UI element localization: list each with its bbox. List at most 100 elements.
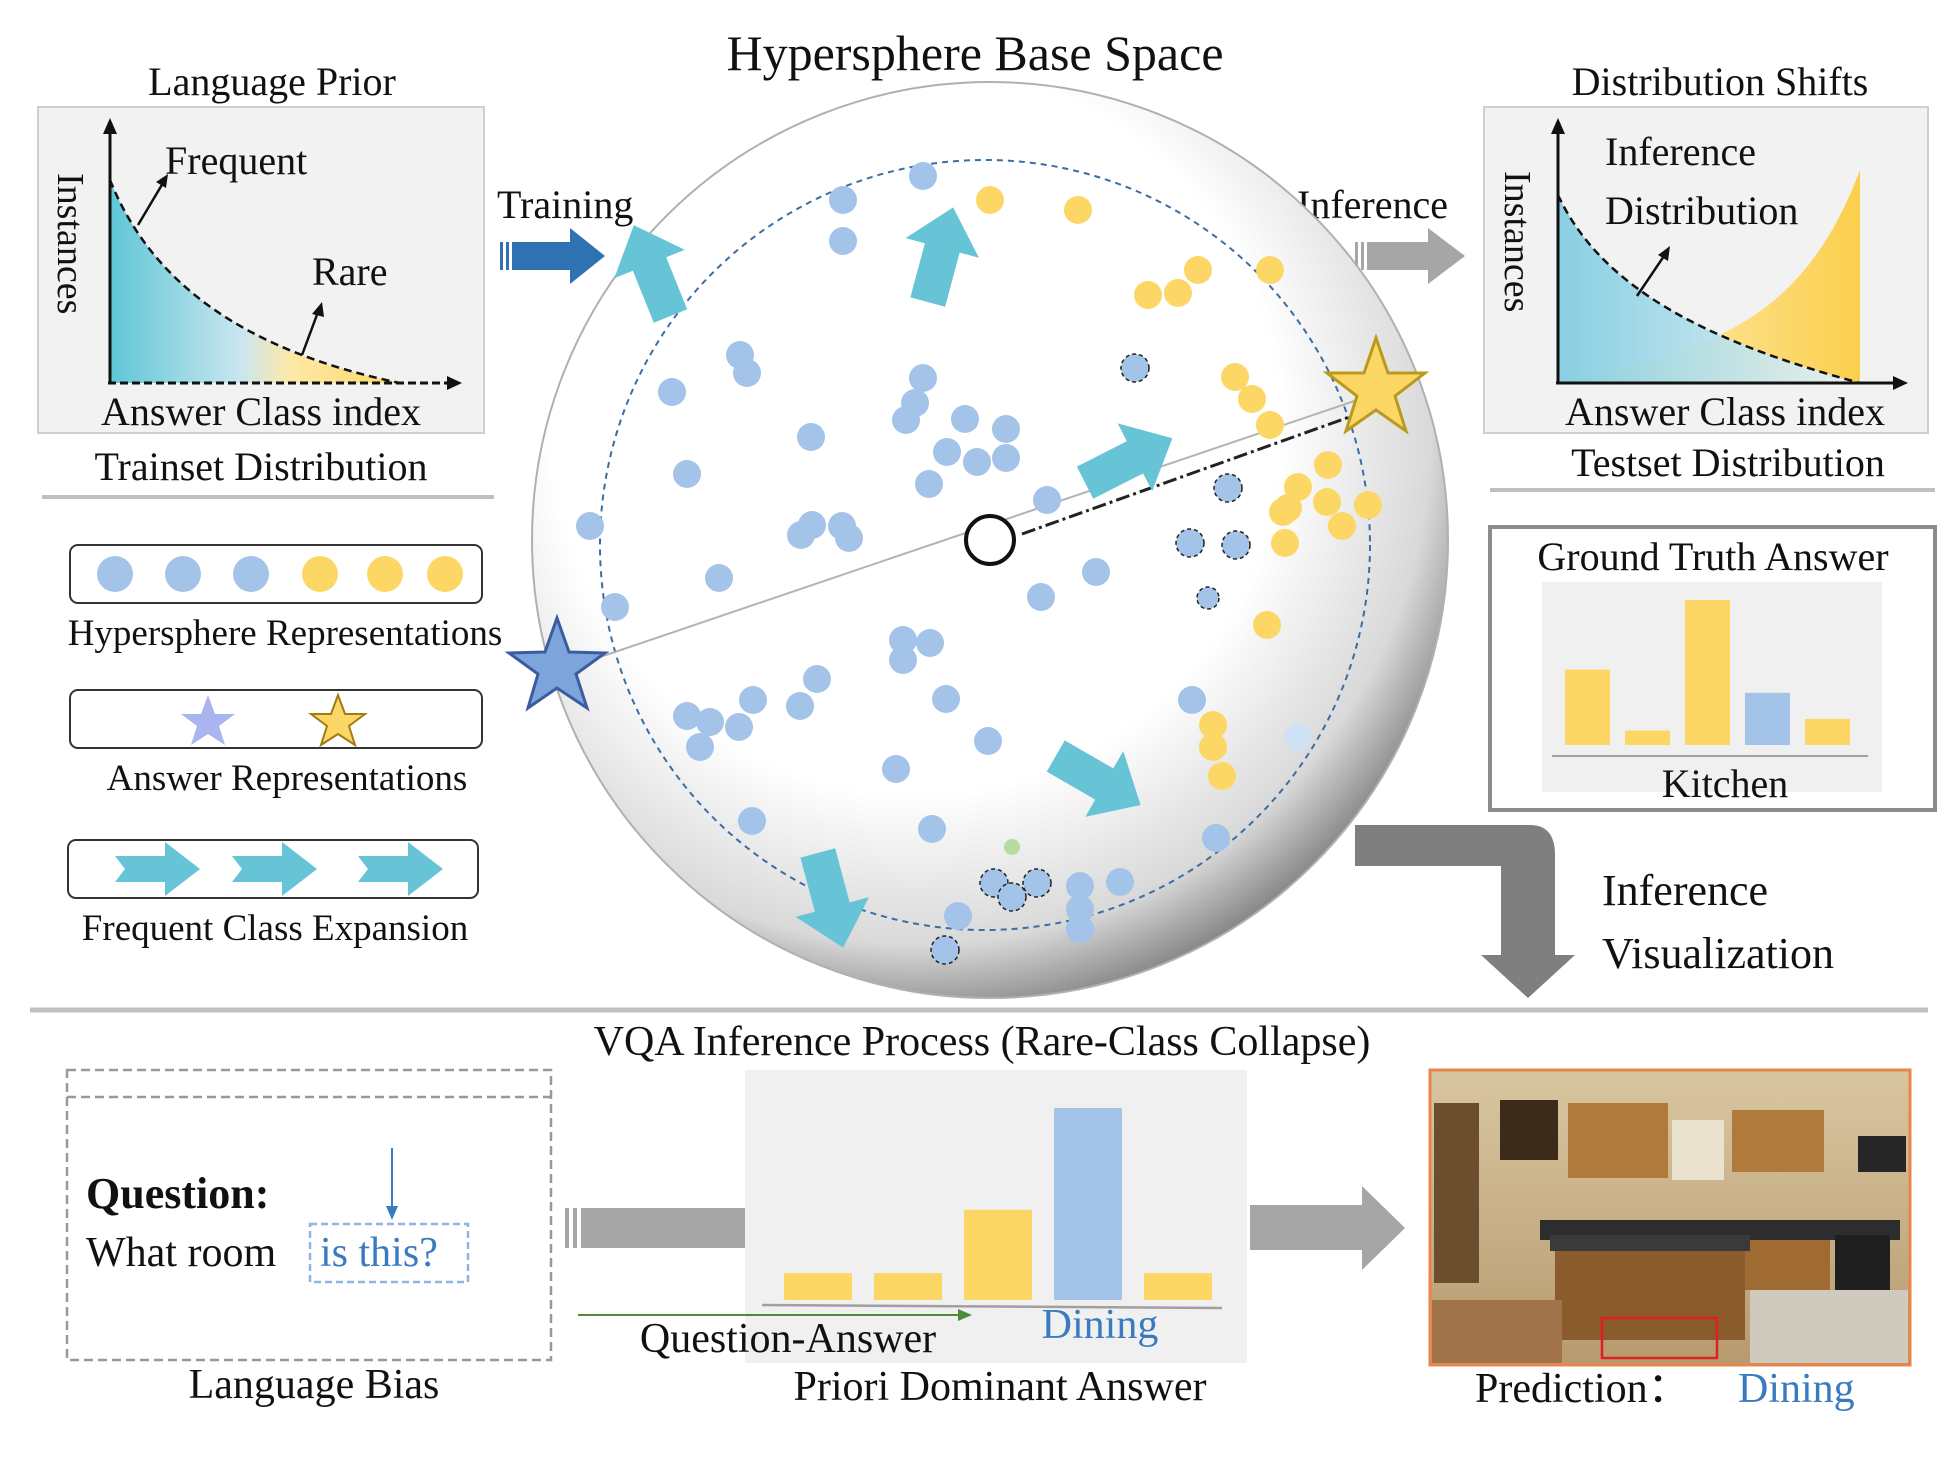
ground-truth-bar — [1685, 600, 1730, 745]
blue-point — [889, 646, 917, 674]
yellow-point — [1256, 411, 1284, 439]
inner-dashed-circle — [599, 159, 1371, 931]
priori-caption: Priori Dominant Answer — [794, 1364, 1207, 1410]
inference-top-arrow: Inference — [1297, 182, 1465, 284]
blue-point — [673, 460, 701, 488]
distribution-shifts-panel: Distribution Shifts Instances Inference … — [1483, 59, 1935, 492]
yellow-point — [1354, 491, 1382, 519]
x-axis-label: Answer Class index — [101, 389, 421, 434]
blue-point — [892, 406, 920, 434]
legend-yellow-star — [308, 692, 368, 748]
question-answer-label: Question-Answer — [640, 1316, 936, 1362]
language-bias-caption: Language Bias — [189, 1362, 440, 1408]
prediction-value: Dining — [1738, 1366, 1855, 1412]
legend-blue-point — [97, 556, 133, 592]
legend-hypersphere-label: Hypersphere Representations — [68, 613, 503, 654]
yellow-points — [976, 186, 1382, 790]
expansion-arrow — [905, 207, 979, 307]
collapsed-point — [997, 882, 1027, 912]
blue-point — [725, 713, 753, 741]
blue-point — [916, 629, 944, 657]
blue-point — [992, 444, 1020, 472]
blue-point — [658, 378, 686, 406]
blue-point — [797, 423, 825, 451]
trainset-curve — [108, 179, 401, 385]
yellow-point — [1164, 279, 1192, 307]
floor — [1750, 1290, 1908, 1363]
dark-cabinet — [1500, 1100, 1558, 1160]
yellow-point — [1328, 512, 1356, 540]
window — [1672, 1120, 1724, 1180]
expansion-arrow — [795, 848, 869, 948]
oven — [1835, 1235, 1890, 1290]
language-prior-title: Language Prior — [148, 59, 396, 104]
collapsed-point — [1120, 353, 1150, 383]
priori-bar — [964, 1209, 1032, 1300]
legend-yellow-point — [302, 556, 338, 592]
yellow-point — [1253, 611, 1281, 639]
yellow-point — [1184, 256, 1212, 284]
trainset-caption: Trainset Distribution — [95, 444, 428, 489]
legend-blue-point — [165, 556, 201, 592]
collapsed-points — [930, 353, 1251, 965]
blue-point — [787, 521, 815, 549]
priori-bars — [784, 1108, 1212, 1300]
inference-visualization-arrow — [1355, 825, 1575, 998]
question-label: Question: — [86, 1169, 269, 1218]
ground-truth-bars — [1565, 600, 1850, 745]
trainset-area — [110, 180, 400, 383]
training-arrow-body — [512, 228, 605, 284]
ground-truth-label: Kitchen — [1662, 761, 1789, 806]
blue-point — [951, 405, 979, 433]
y-axis-arrowhead — [103, 118, 117, 134]
language-bias-panel: Question: What room is this? Language Bi… — [65, 1068, 553, 1408]
blue-point — [733, 359, 761, 387]
green-point — [1004, 839, 1020, 855]
ground-truth-bar — [1625, 730, 1670, 745]
rare-pointer-head — [312, 302, 324, 317]
blue-point — [944, 902, 972, 930]
blue-point — [1033, 486, 1061, 514]
flow-arrow-body — [581, 1208, 745, 1248]
prediction-region — [1600, 1316, 1719, 1360]
question-prefix: What room — [86, 1230, 276, 1276]
microwave — [1858, 1136, 1906, 1172]
yellow-point — [976, 186, 1004, 214]
attention-pointer-head — [386, 1206, 398, 1220]
x-axis-label: Answer Class index — [1565, 389, 1885, 434]
frequent-pointer — [136, 182, 165, 226]
legend-blue-star — [181, 695, 235, 745]
inference-arrow-body — [1367, 228, 1465, 284]
yellow-point — [1221, 363, 1249, 391]
ground-truth-panel: Ground Truth Answer Kitchen — [1488, 525, 1937, 812]
question-answer-arrowhead — [958, 1309, 972, 1321]
legend-expansion-label: Frequent Class Expansion — [82, 908, 468, 949]
blue-point — [601, 593, 629, 621]
testset-yellow-area — [1560, 170, 1860, 383]
prediction-direction-line — [1021, 413, 1356, 536]
legend-blue-point — [233, 556, 269, 592]
blue-point — [803, 665, 831, 693]
blue-point — [705, 564, 733, 592]
y-axis-arrowhead — [1551, 118, 1565, 134]
blue-answer-star — [504, 613, 610, 712]
yellow-answer-star — [1322, 333, 1430, 435]
frequent-pointer-head — [156, 174, 168, 188]
rare-pointer — [300, 311, 320, 356]
blue-point — [739, 686, 767, 714]
yellow-point — [1271, 529, 1299, 557]
dominant-answer-label: Dining — [1042, 1302, 1159, 1348]
blue-point — [889, 626, 917, 654]
collapsed-point — [1196, 586, 1220, 610]
inference-visualization-line1: Inference — [1602, 866, 1768, 915]
main-title: Hypersphere Base Space — [726, 25, 1223, 81]
flow-arrow-body — [1250, 1186, 1405, 1270]
legend-yellow-point — [427, 556, 463, 592]
distribution-shifts-title: Distribution Shifts — [1572, 59, 1869, 104]
blue-point — [673, 702, 701, 730]
language-prior-panel: Language Prior Instances Frequent Rare A… — [37, 59, 494, 499]
language-bias-outer-frame — [65, 1068, 553, 1362]
flow-arrow-1 — [565, 1208, 745, 1248]
blue-point — [576, 512, 604, 540]
legend-teal-arrow — [232, 842, 317, 896]
